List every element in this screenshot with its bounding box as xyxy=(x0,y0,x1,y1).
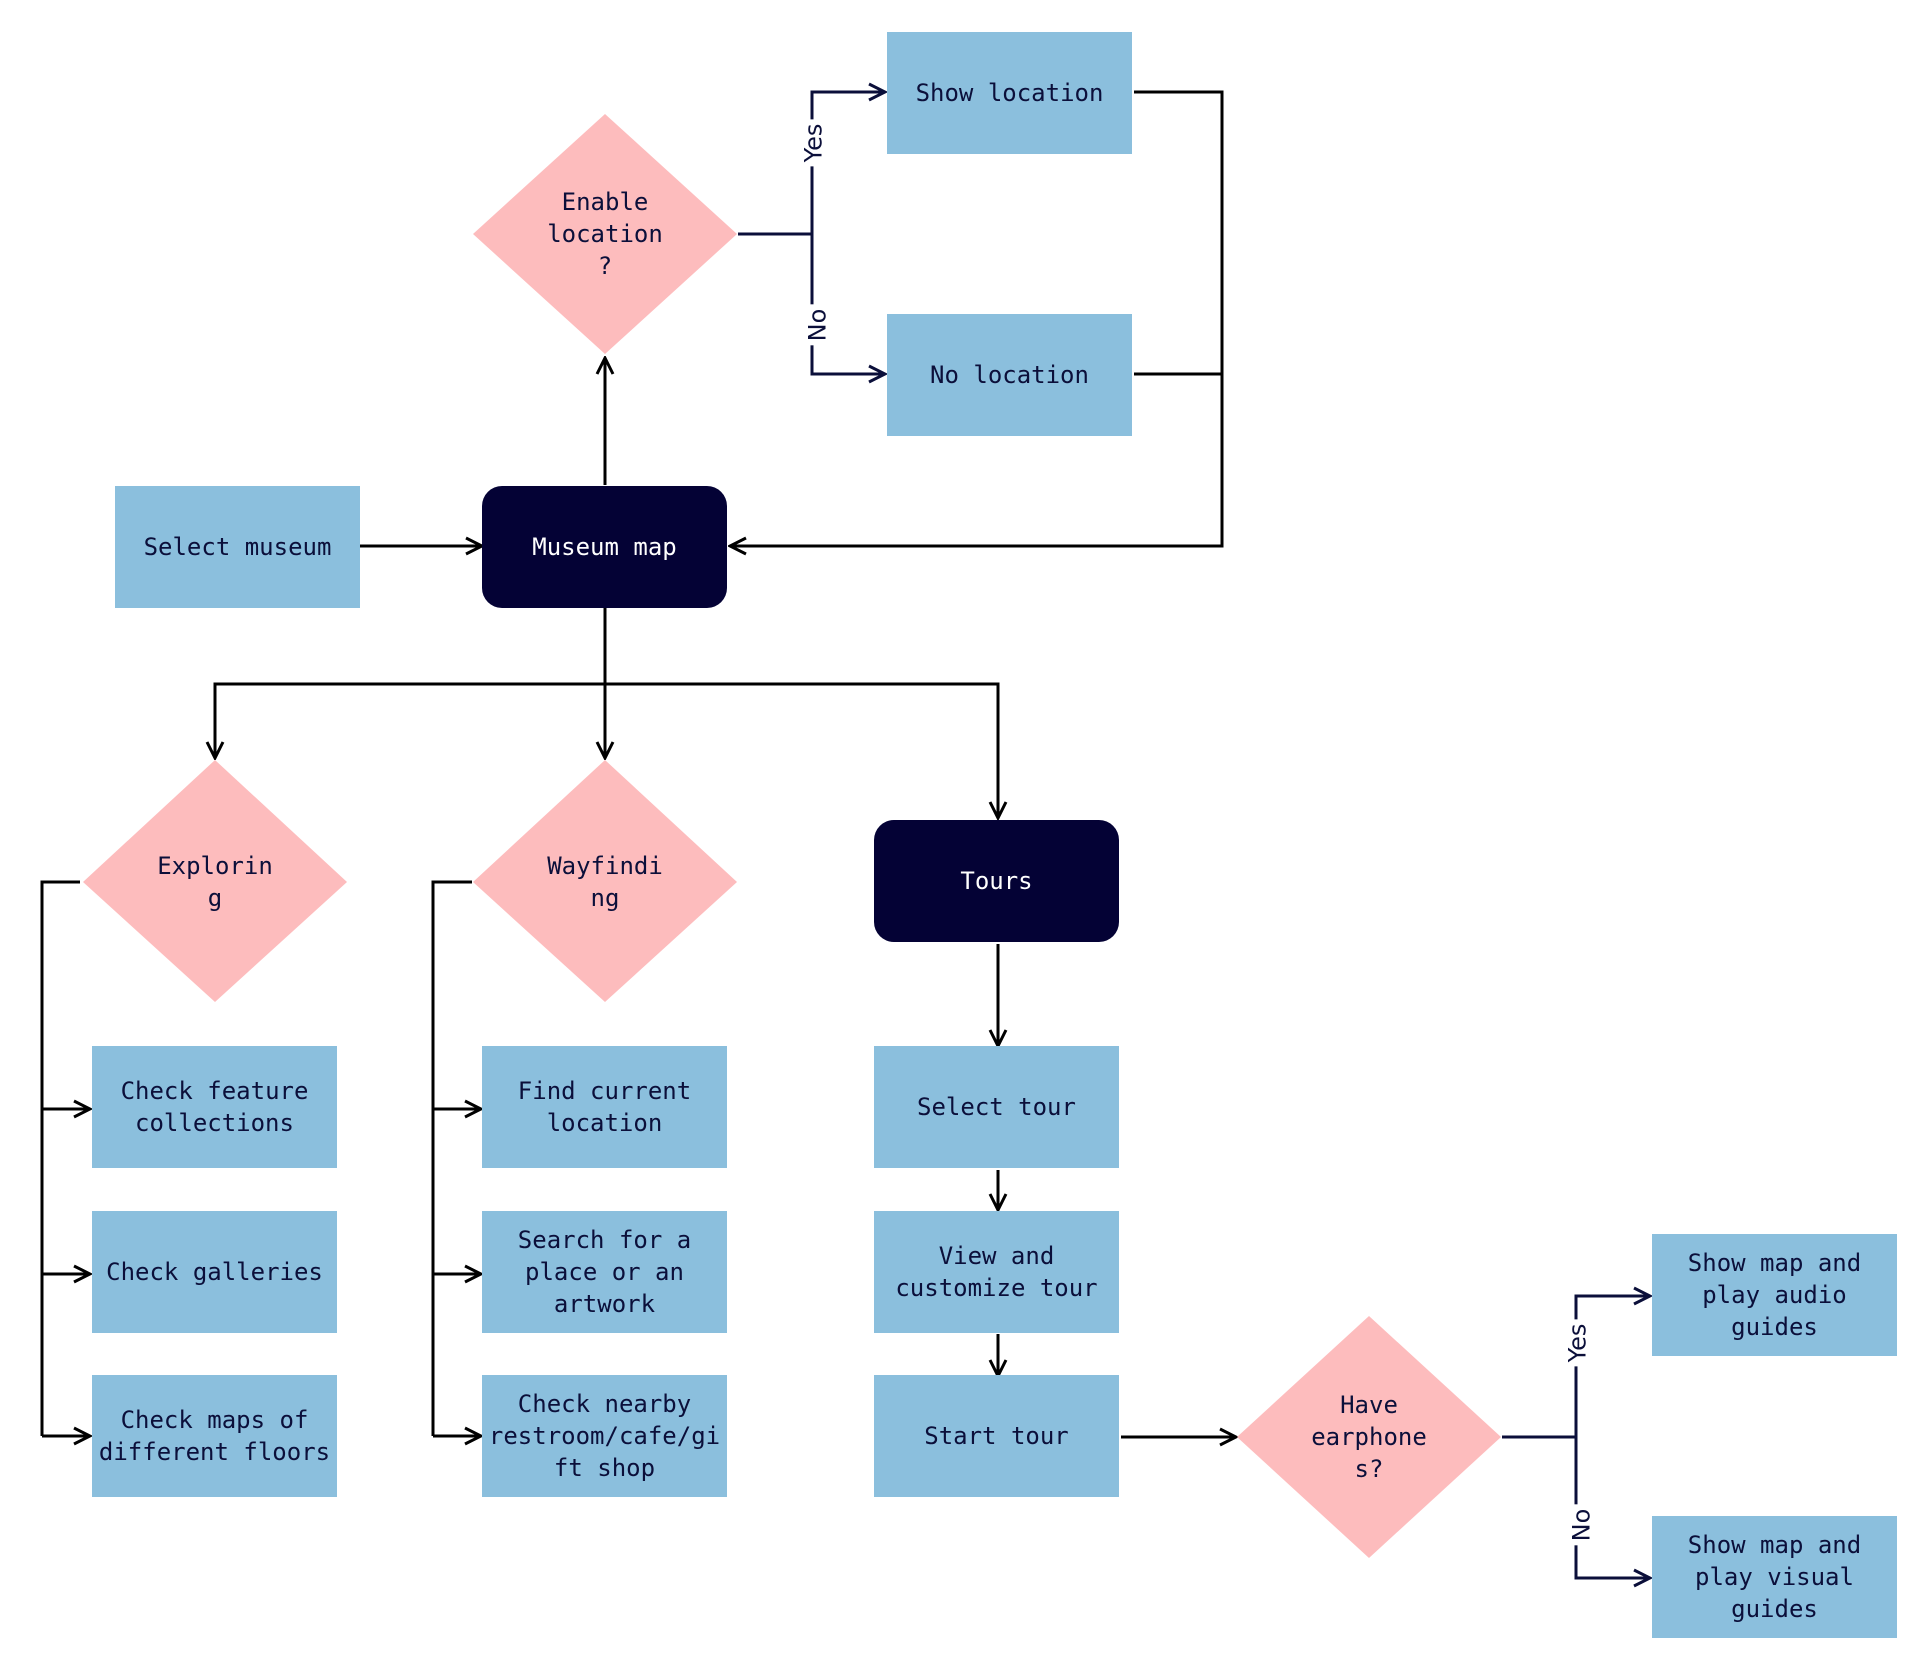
node-audio-guides: Show map and play audio guides xyxy=(1652,1234,1897,1356)
decision-wayfinding: Wayfindi ng xyxy=(547,852,663,912)
node-find-current-location: Find current location xyxy=(482,1046,727,1168)
edge-wayfinding-spine xyxy=(431,880,472,1436)
edge-location-no xyxy=(810,234,885,374)
node-tours: Tours xyxy=(874,820,1119,942)
node-museum-map: Museum map xyxy=(482,486,727,608)
node-show-location: Show location xyxy=(887,32,1132,154)
node-check-feature-collections: Check feature collections xyxy=(92,1046,337,1168)
decision-have-earphones: Have earphone s? xyxy=(1311,1391,1427,1483)
edge-label-location-no: No xyxy=(803,304,831,346)
decision-enable-location: Enable location ? xyxy=(547,188,663,280)
node-search-place: Search for a place or an artwork xyxy=(482,1211,727,1333)
node-check-galleries: Check galleries xyxy=(92,1211,337,1333)
edge-label-earphones-yes: Yes xyxy=(1563,1319,1591,1367)
decision-exploring-shape xyxy=(83,760,347,1002)
edge-earphones-yes xyxy=(1574,1296,1650,1437)
edge-map-down xyxy=(215,608,607,758)
node-select-museum: Select museum xyxy=(115,486,360,608)
edge-map-to-tours xyxy=(605,682,998,818)
decision-exploring: Explorin g xyxy=(157,852,273,912)
decision-earphones-shape xyxy=(1237,1316,1501,1558)
node-check-maps-floors: Check maps of different floors xyxy=(92,1375,337,1497)
node-no-location: No location xyxy=(887,314,1132,436)
edge-label-location-yes: Yes xyxy=(799,119,827,167)
decision-enable-location-shape xyxy=(473,114,737,354)
node-check-nearby: Check nearby restroom/cafe/gi ft shop xyxy=(482,1375,727,1497)
node-start-tour: Start tour xyxy=(874,1375,1119,1497)
edge-earphones-no xyxy=(1574,1437,1650,1578)
edge-location-yes xyxy=(810,92,885,234)
node-select-tour: Select tour xyxy=(874,1046,1119,1168)
node-visual-guides: Show map and play visual guides xyxy=(1652,1516,1897,1638)
decision-wayfinding-shape xyxy=(473,760,737,1002)
edge-label-earphones-no: No xyxy=(1567,1504,1595,1546)
node-view-customize-tour: View and customize tour xyxy=(874,1211,1119,1333)
edge-exploring-spine xyxy=(40,880,80,1436)
edge-locations-return xyxy=(730,90,1224,546)
